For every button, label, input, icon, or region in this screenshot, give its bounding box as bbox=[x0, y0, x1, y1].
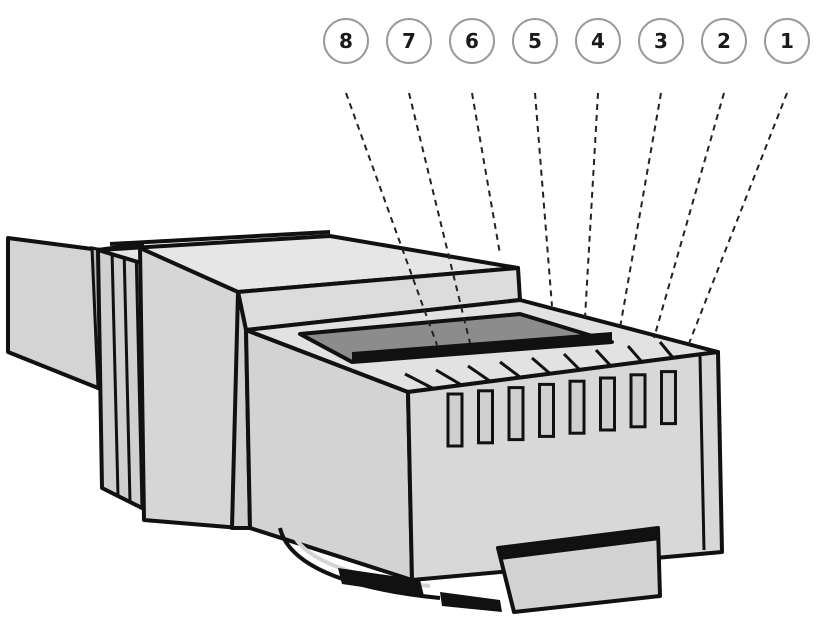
pin-2-callout: 2 bbox=[702, 19, 746, 63]
pin-6-leader-line bbox=[472, 93, 500, 254]
pin-1-callout: 1 bbox=[765, 19, 809, 63]
pin-number-label: 2 bbox=[717, 29, 731, 53]
pin-number-label: 6 bbox=[465, 29, 479, 53]
pin-5-callout: 5 bbox=[513, 19, 557, 63]
pin-number-label: 5 bbox=[528, 29, 542, 53]
pin-number-label: 7 bbox=[402, 29, 416, 53]
contact-pin-1 bbox=[662, 372, 676, 424]
contact-pin-5 bbox=[540, 384, 554, 436]
pin-1-leader-line bbox=[688, 93, 787, 346]
pin-callouts: 8 7 6 5 4 3 2 1 bbox=[324, 19, 809, 63]
contact-pin-8 bbox=[448, 394, 462, 446]
pin-5-leader-line bbox=[535, 93, 552, 306]
contact-pin-6 bbox=[509, 388, 523, 440]
pin-number-label: 8 bbox=[339, 29, 353, 53]
pin-4-leader-line bbox=[585, 93, 598, 318]
cable bbox=[8, 238, 110, 392]
pin-number-label: 3 bbox=[654, 29, 668, 53]
pin-2-leader-line bbox=[654, 93, 724, 338]
pin-8-callout: 8 bbox=[324, 19, 368, 63]
pin-3-leader-line bbox=[620, 93, 661, 328]
contact-pin-3 bbox=[601, 378, 615, 430]
pin-7-callout: 7 bbox=[387, 19, 431, 63]
pin-4-callout: 4 bbox=[576, 19, 620, 63]
pin-6-callout: 6 bbox=[450, 19, 494, 63]
contact-pin-2 bbox=[631, 375, 645, 427]
contact-pin-4 bbox=[570, 381, 584, 433]
pin-3-callout: 3 bbox=[639, 19, 683, 63]
pin-number-label: 1 bbox=[780, 29, 794, 53]
pin-number-label: 4 bbox=[591, 29, 605, 53]
contact-pin-7 bbox=[479, 391, 493, 443]
